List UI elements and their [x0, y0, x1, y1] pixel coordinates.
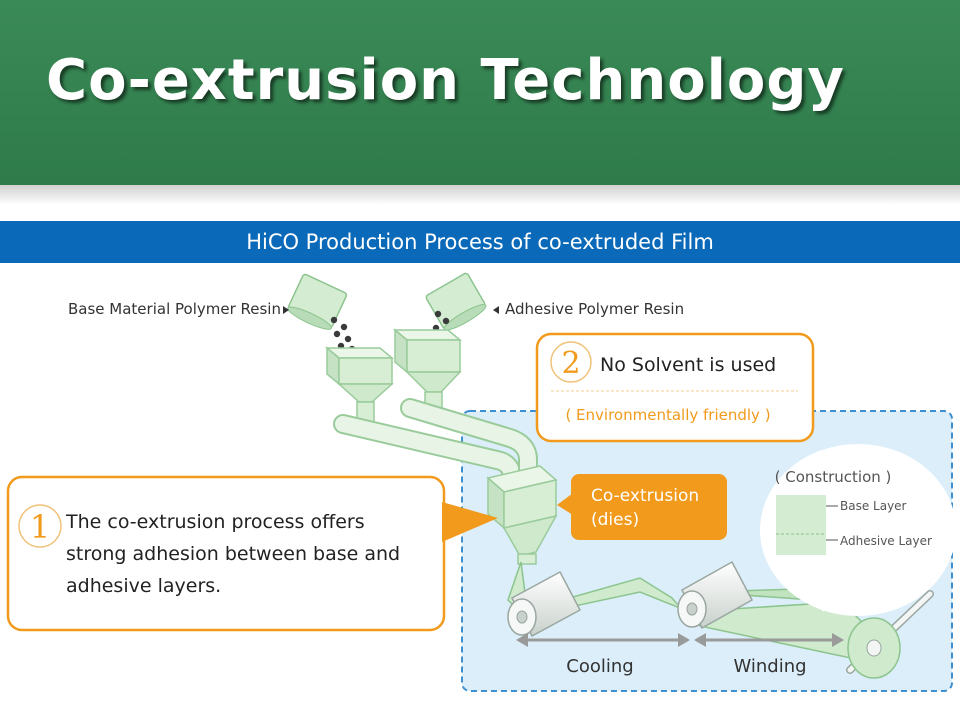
adhesive-resin-pointer: [493, 306, 499, 314]
callout-2-box: [535, 332, 815, 443]
layer-sample: [776, 495, 826, 555]
header-shadow: [0, 185, 960, 205]
base-layer-label: Base Layer: [840, 499, 907, 513]
die-label-pointer: [557, 493, 573, 515]
co-extrusion-die: [486, 465, 558, 565]
callout-1-box: [6, 475, 446, 632]
callout-1-badge: [18, 504, 62, 548]
winding-arrow: [694, 633, 844, 647]
header-bar: [0, 0, 960, 185]
slide-title: Co-extrusion Technology: [46, 48, 845, 113]
adhesive-layer-label: Adhesive Layer: [840, 534, 932, 548]
construction-title: ( Construction ): [775, 468, 892, 486]
base-resin-hopper: [287, 273, 348, 330]
base-feed-hopper: [324, 346, 395, 425]
winding-roll: [846, 590, 934, 679]
base-resin-label: Base Material Polymer Resin: [68, 300, 281, 318]
process-banner: HiCO Production Process of co-extruded F…: [0, 221, 960, 263]
callout-1-line1: The co-extrusion process offers: [65, 511, 365, 533]
callout-1-line2: strong adhesion between base and: [66, 543, 400, 565]
die-label-line1: Co-extrusion: [591, 486, 699, 506]
callout-1-line3: adhesive layers.: [66, 575, 221, 597]
winding-label: Winding: [733, 656, 806, 677]
adhesive-resin-hopper: [425, 272, 487, 331]
callout-2-sub: ( Environmentally friendly ): [565, 406, 770, 424]
callout-1-pointer: [442, 502, 498, 542]
callout-2-badge: [550, 341, 592, 383]
cooling-label: Cooling: [566, 656, 633, 677]
callout-1-number: 1: [30, 508, 50, 546]
die-label-line2: (dies): [591, 510, 639, 530]
adhesive-resin-label: Adhesive Polymer Resin: [505, 300, 684, 318]
cooling-arrow: [516, 633, 690, 647]
base-resin-pointer: [283, 306, 289, 314]
guide-roll: [677, 560, 754, 630]
cooling-roll: [507, 570, 582, 638]
callout-2-heading: No Solvent is used: [600, 354, 776, 376]
adhesive-feed-hopper: [392, 328, 463, 411]
callout-2-number: 2: [561, 346, 580, 381]
die-label-box: [571, 474, 727, 540]
construction-bubble: [760, 444, 956, 616]
